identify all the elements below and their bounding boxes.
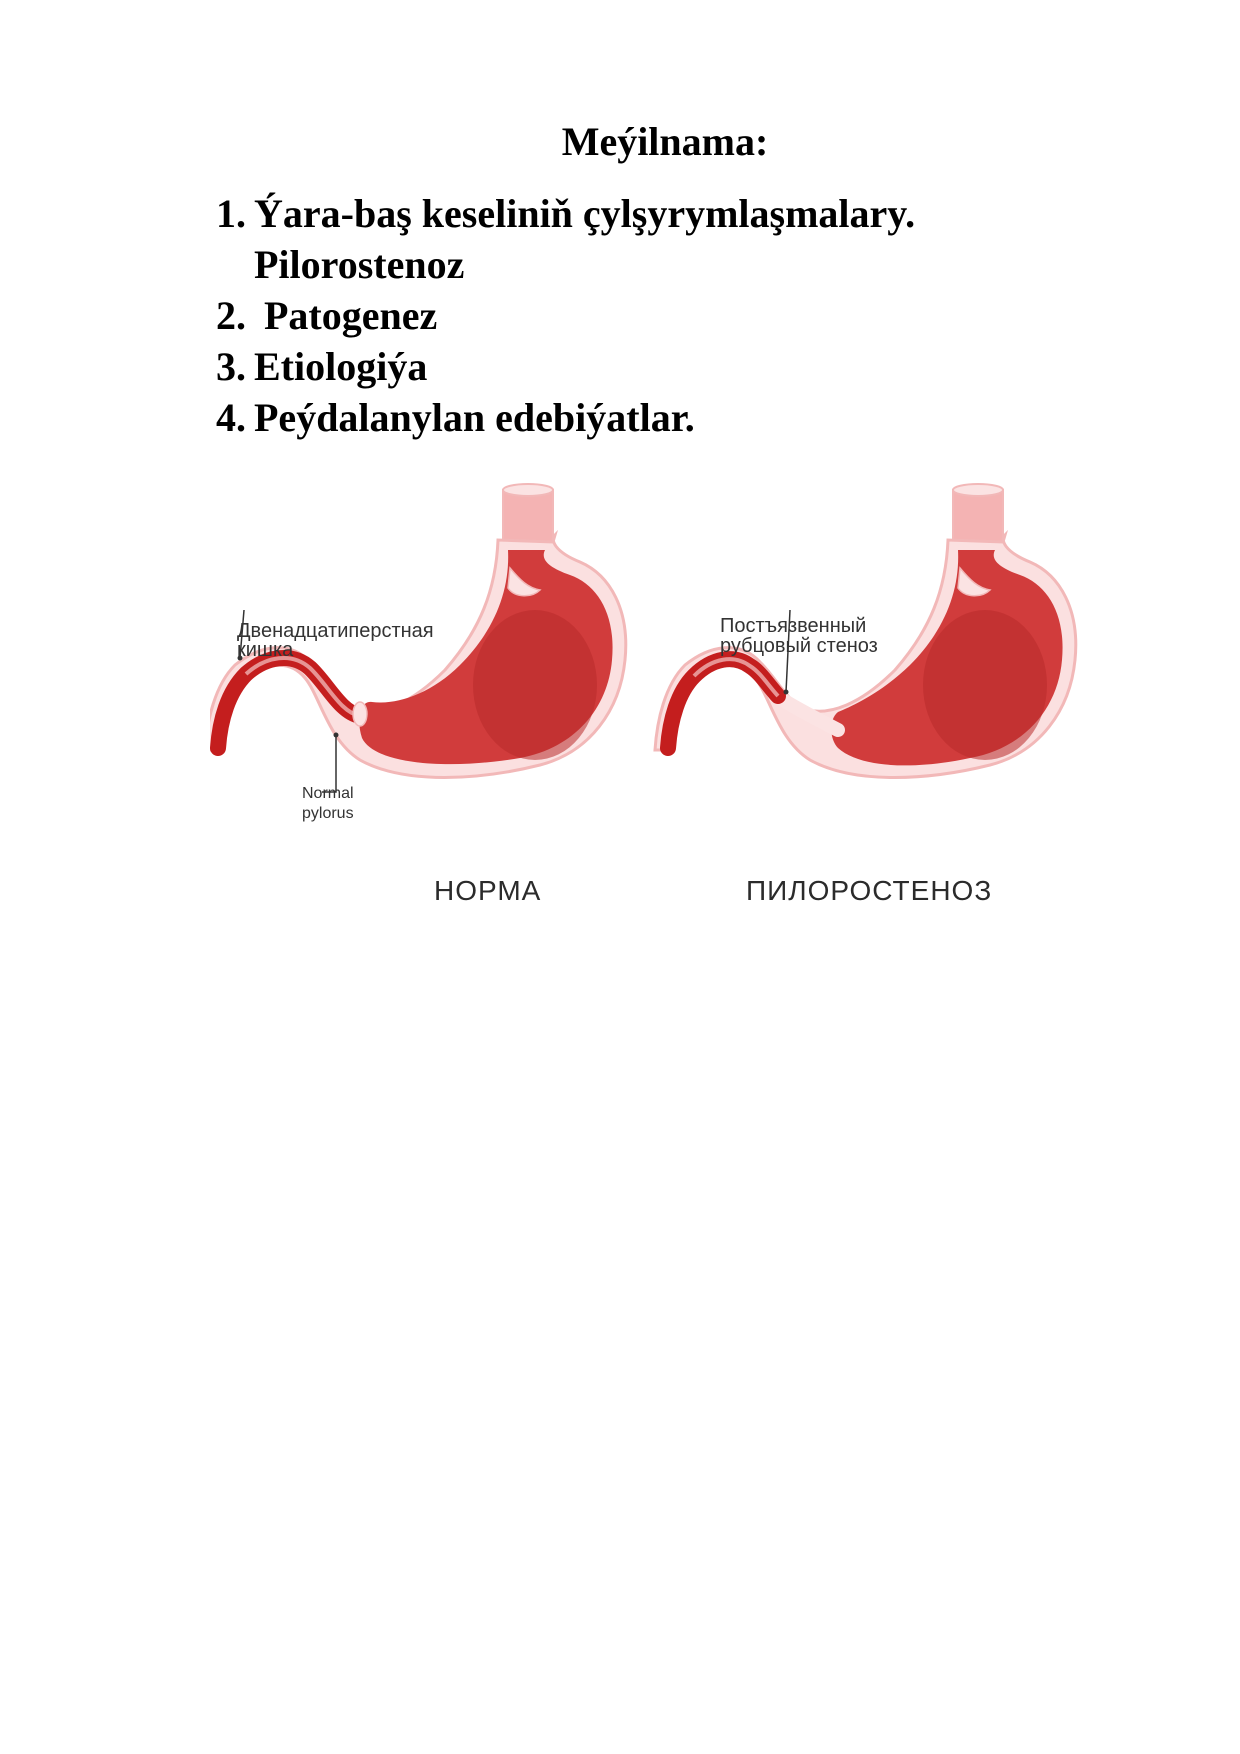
stenosis-stomach-drawing <box>653 483 1078 779</box>
pylorus-label-line1: Normal <box>302 785 354 802</box>
pylorus-leader-line <box>322 735 337 793</box>
pylorus-leader-dot <box>333 732 339 738</box>
outline-item-text: Peýdalanylan edebiýatlar. <box>254 395 695 440</box>
page-title: Meýilnama: <box>561 119 769 164</box>
outline-item-text: Ýara-baş keseliniň çylşyrymlaşmalary. Pi… <box>254 188 915 290</box>
outline-item-3: 3. Etiologiýa <box>216 341 1016 392</box>
duodenum-label-line2: кишка <box>237 639 294 661</box>
stenosis-label-line1: Постъязвенный <box>720 615 866 637</box>
stomach-fold-left <box>473 610 597 760</box>
stomach-fold-right <box>923 610 1047 760</box>
outline-item-number: 1. <box>216 191 246 236</box>
outline-item-number: 3. <box>216 344 246 389</box>
pylorus-label-line2: pylorus <box>302 805 354 822</box>
duodenum-leader-line <box>239 609 245 659</box>
outline-item-text-line1: Ýara-baş keseliniň çylşyrymlaşmalary. <box>254 191 916 236</box>
cardia-valve-left <box>507 566 542 597</box>
outline-list: 1. Ýara-baş keseliniň çylşyrymlaşmalary.… <box>216 188 1016 443</box>
outline-item-text-line2: Pilorostenoz <box>254 242 465 287</box>
duodenum-lumen-right <box>692 657 780 698</box>
outline-item-2: 2. Patogenez <box>216 290 1016 341</box>
duodenum-leader-dot <box>237 655 243 661</box>
stenosis-caption: ПИЛОРОСТЕНОЗ <box>746 875 992 906</box>
cardia-valve-right <box>957 566 992 597</box>
duodenum-label-line1: Двенадцатиперстная <box>237 620 434 642</box>
normal-caption: НОРМА <box>434 875 541 906</box>
stomach-illustration-svg: Двенадцатиперстная кишка Normal pylorus … <box>210 483 1078 906</box>
esophagus-opening-left <box>502 483 554 497</box>
outline-item-number: 2. <box>216 293 246 338</box>
normal-stomach-drawing <box>210 483 628 793</box>
outline-item-text: Patogenez <box>264 293 438 338</box>
outline-item-text: Etiologiýa <box>254 344 428 389</box>
outline-item-number: 4. <box>216 395 246 440</box>
outline-item-4: 4. Peýdalanylan edebiýatlar. <box>216 392 1016 443</box>
pylorus-ring-left <box>352 701 368 727</box>
outline-item-1: 1. Ýara-baş keseliniň çylşyrymlaşmalary.… <box>216 188 1016 290</box>
stenosis-leader-line <box>785 609 791 693</box>
stenosis-leader-dot <box>783 689 789 695</box>
duodenum-lumen-left <box>244 655 361 718</box>
stenosis-label-line2: рубцовый стеноз <box>720 635 878 657</box>
stomach-illustration: Двенадцатиперстная кишка Normal pylorus … <box>210 480 1130 930</box>
esophagus-opening-right <box>952 483 1004 497</box>
